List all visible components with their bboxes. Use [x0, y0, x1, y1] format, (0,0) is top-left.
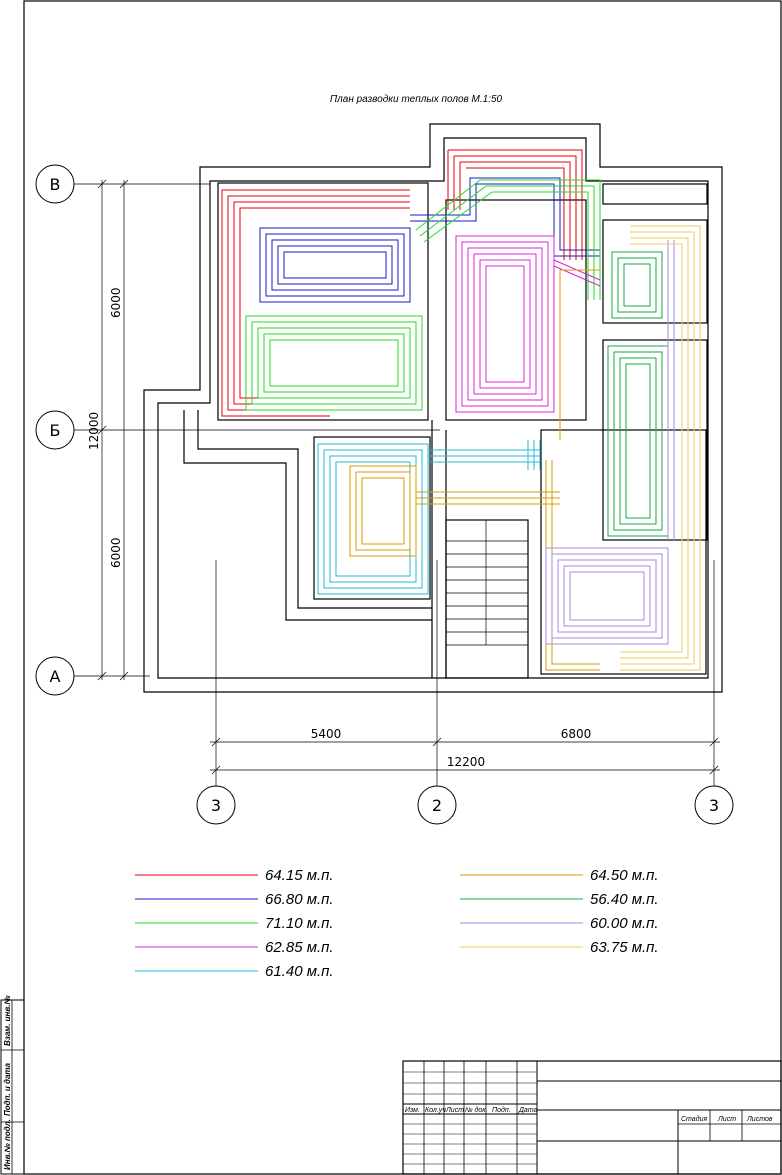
axis-markers: В Б А 3 2 3: [35, 164, 734, 825]
dimension-lines: [74, 179, 720, 786]
circuit-magenta: [455, 235, 601, 413]
dim-5400: 5400: [311, 727, 342, 741]
building-walls: [143, 123, 723, 693]
legend-label-4: 62.85 м.п.: [265, 939, 334, 956]
legend-label-6: 64.50 м.п.: [590, 867, 659, 884]
circuit-orange: [349, 269, 600, 671]
stairs: [446, 520, 528, 646]
legend-label-7: 56.40 м.п.: [590, 891, 659, 908]
axis-label-col-1: 3: [211, 796, 221, 815]
stamp-header-kol: Кол.уч: [425, 1107, 446, 1114]
side-label-2: Подп. и дата: [3, 1062, 12, 1116]
legend-label-8: 60.00 м.п.: [590, 915, 659, 932]
dim-6000-bottom: 6000: [109, 537, 123, 568]
circuit-darkgreen: [607, 251, 669, 537]
stamp-header-doc: № док.: [465, 1106, 488, 1114]
dim-6800: 6800: [561, 727, 592, 741]
legend-label-3: 71.10 м.п.: [265, 915, 334, 932]
stamp-header-izm: Изм.: [405, 1107, 420, 1114]
legend-label-5: 61.40 м.п.: [265, 963, 334, 980]
drawing-title: План разводки теплых полов М.1:50: [330, 94, 503, 105]
stamp-header-listov: Листов: [746, 1116, 773, 1123]
stamp-header-list-right: Лист: [717, 1116, 736, 1123]
side-label-3: Инв.№ подл.: [3, 1119, 12, 1170]
circuit-green: [245, 179, 601, 411]
stamp-header-stadiya: Стадия: [681, 1115, 707, 1123]
dim-12000: 12000: [87, 412, 101, 450]
axis-label-col-2: 2: [432, 796, 442, 815]
axis-label-row-3: А: [50, 667, 61, 686]
circuit-red: [221, 149, 583, 417]
dim-6000-top: 6000: [109, 287, 123, 318]
legend-label-9: 63.75 м.п.: [590, 939, 659, 956]
axis-label-row-2: Б: [50, 421, 61, 440]
stamp-header-podp: Подп.: [492, 1106, 511, 1114]
axis-label-col-3: 3: [709, 796, 719, 815]
title-block-labels: Изм. Кол.уч Лист № док. Подп. Дата Стади…: [405, 1106, 773, 1123]
dim-12200: 12200: [447, 755, 485, 769]
stamp-header-list: Лист: [445, 1107, 464, 1114]
legend-label-1: 64.15 м.п.: [265, 867, 334, 884]
circuit-blue: [259, 177, 600, 303]
legend-label-2: 66.80 м.п.: [265, 891, 334, 908]
circuit-lavender: [545, 240, 675, 645]
circuit-cyan: [317, 440, 541, 595]
title-block: [402, 1060, 782, 1175]
circuit-yellow: [620, 225, 701, 671]
side-strip: [0, 999, 25, 1175]
axis-label-row-1: В: [50, 175, 61, 194]
legend: 64.15 м.п. 66.80 м.п. 71.10 м.п. 62.85 м…: [135, 867, 659, 980]
stamp-header-data: Дата: [518, 1107, 538, 1114]
side-label-1: Взам. инв.№: [3, 995, 12, 1046]
